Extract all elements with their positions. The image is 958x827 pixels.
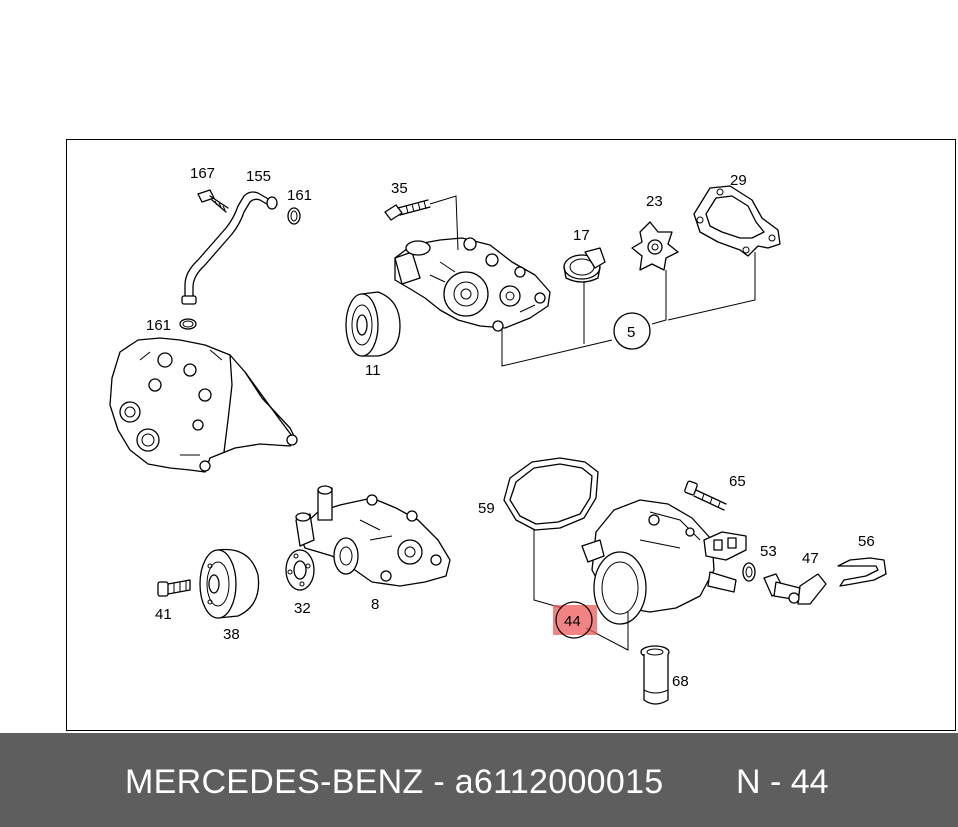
label-56: 56 <box>858 533 875 550</box>
label-59: 59 <box>478 500 495 517</box>
part-65-bolt[interactable] <box>684 480 727 511</box>
label-68: 68 <box>672 673 689 690</box>
footer-part-number: MERCEDES-BENZ - a6112000015 <box>125 763 664 801</box>
part-17-thermostat[interactable] <box>563 247 606 283</box>
label-44: 44 <box>564 613 581 630</box>
label-167: 167 <box>190 165 215 182</box>
label-65: 65 <box>729 473 746 490</box>
part-68-pipe[interactable] <box>640 645 670 705</box>
label-38: 38 <box>223 626 240 643</box>
part-161-oring-top[interactable] <box>287 207 301 225</box>
label-47: 47 <box>802 550 819 567</box>
parts-diagram: 167 155 161 161 35 29 23 17 5 11 59 65 5… <box>109 165 887 705</box>
part-47-sensor[interactable] <box>763 573 827 605</box>
label-17: 17 <box>573 227 590 244</box>
part-41-bolt[interactable] <box>157 579 191 597</box>
label-161-left: 161 <box>146 317 171 334</box>
leader-lines-5 <box>429 195 756 367</box>
footer-position-number: N - 44 <box>736 763 829 801</box>
label-32: 32 <box>294 600 311 617</box>
label-53: 53 <box>760 543 777 560</box>
part-23-impeller[interactable] <box>631 221 679 271</box>
housing-left[interactable] <box>109 337 298 473</box>
footer-bar: MERCEDES-BENZ - a6112000015 N - 44 <box>0 733 958 827</box>
label-35: 35 <box>391 180 408 197</box>
part-59-gasket[interactable] <box>503 457 599 531</box>
part-167-screw[interactable] <box>197 189 229 213</box>
part-29-gasket[interactable] <box>693 185 781 257</box>
part-161-oring-left[interactable] <box>179 318 197 330</box>
part-8-water-pump[interactable] <box>295 485 451 587</box>
part-155-pipe[interactable] <box>181 191 278 305</box>
label-5: 5 <box>627 324 635 341</box>
part-44-housing[interactable] <box>581 499 747 625</box>
part-32-flange[interactable] <box>285 549 315 591</box>
part-56-clip[interactable] <box>837 557 887 587</box>
label-11: 11 <box>365 362 381 379</box>
water-pump-top[interactable] <box>394 237 551 332</box>
part-38-pulley[interactable] <box>199 548 260 619</box>
label-155: 155 <box>246 168 271 185</box>
label-41: 41 <box>155 606 172 623</box>
diagram-frame <box>66 139 956 731</box>
part-35-bolt[interactable] <box>384 199 431 221</box>
leader-lines-44 <box>533 530 629 651</box>
callout-44[interactable] <box>555 601 593 639</box>
label-29: 29 <box>730 172 747 189</box>
label-8: 8 <box>371 596 379 613</box>
part-53-oring[interactable] <box>742 562 756 582</box>
part-11-pulley[interactable] <box>345 291 401 357</box>
label-161-top: 161 <box>287 187 312 204</box>
label-23: 23 <box>646 193 663 210</box>
callout-5[interactable] <box>613 312 651 350</box>
